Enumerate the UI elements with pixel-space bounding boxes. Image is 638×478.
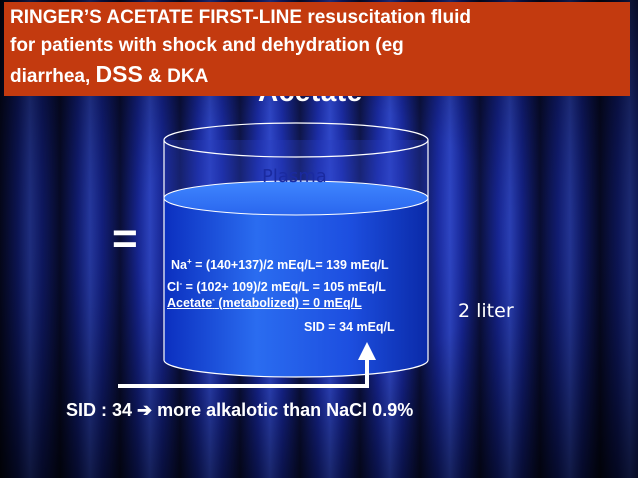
acetate-line: Acetate- (metabolized) = 0 mEq/L xyxy=(167,294,362,310)
header-banner: RINGER’S ACETATE FIRST-LINE resuscitatio… xyxy=(4,2,630,96)
connector-line xyxy=(118,356,369,388)
volume-label: 2 liter xyxy=(458,300,514,322)
banner-line-2: for patients with shock and dehydration … xyxy=(10,35,404,56)
right-arrow-icon: ➔ xyxy=(137,400,153,420)
connector-arrowhead xyxy=(358,342,376,360)
dss-emphasis: DSS xyxy=(95,61,143,87)
sid-summary: SID : 34 ➔ more alkalotic than NaCl 0.9% xyxy=(66,400,414,420)
cylinder-bottom xyxy=(163,359,429,378)
banner-line-3: diarrhea, DSS & DKA xyxy=(10,61,209,87)
sodium-line: Na+ = (140+137)/2 mEq/L= 139 mEq/L xyxy=(171,256,389,272)
fluid-body xyxy=(164,200,428,377)
plasma-label: Plasma xyxy=(262,166,327,187)
chloride-line: Cl- = (102+ 109)/2 mEq/L = 105 mEq/L xyxy=(167,278,386,294)
banner-line-1: RINGER’S ACETATE FIRST-LINE resuscitatio… xyxy=(10,7,471,28)
equals-sign: = xyxy=(112,214,138,263)
sid-inside-line: SID = 34 mEq/L xyxy=(304,320,395,334)
